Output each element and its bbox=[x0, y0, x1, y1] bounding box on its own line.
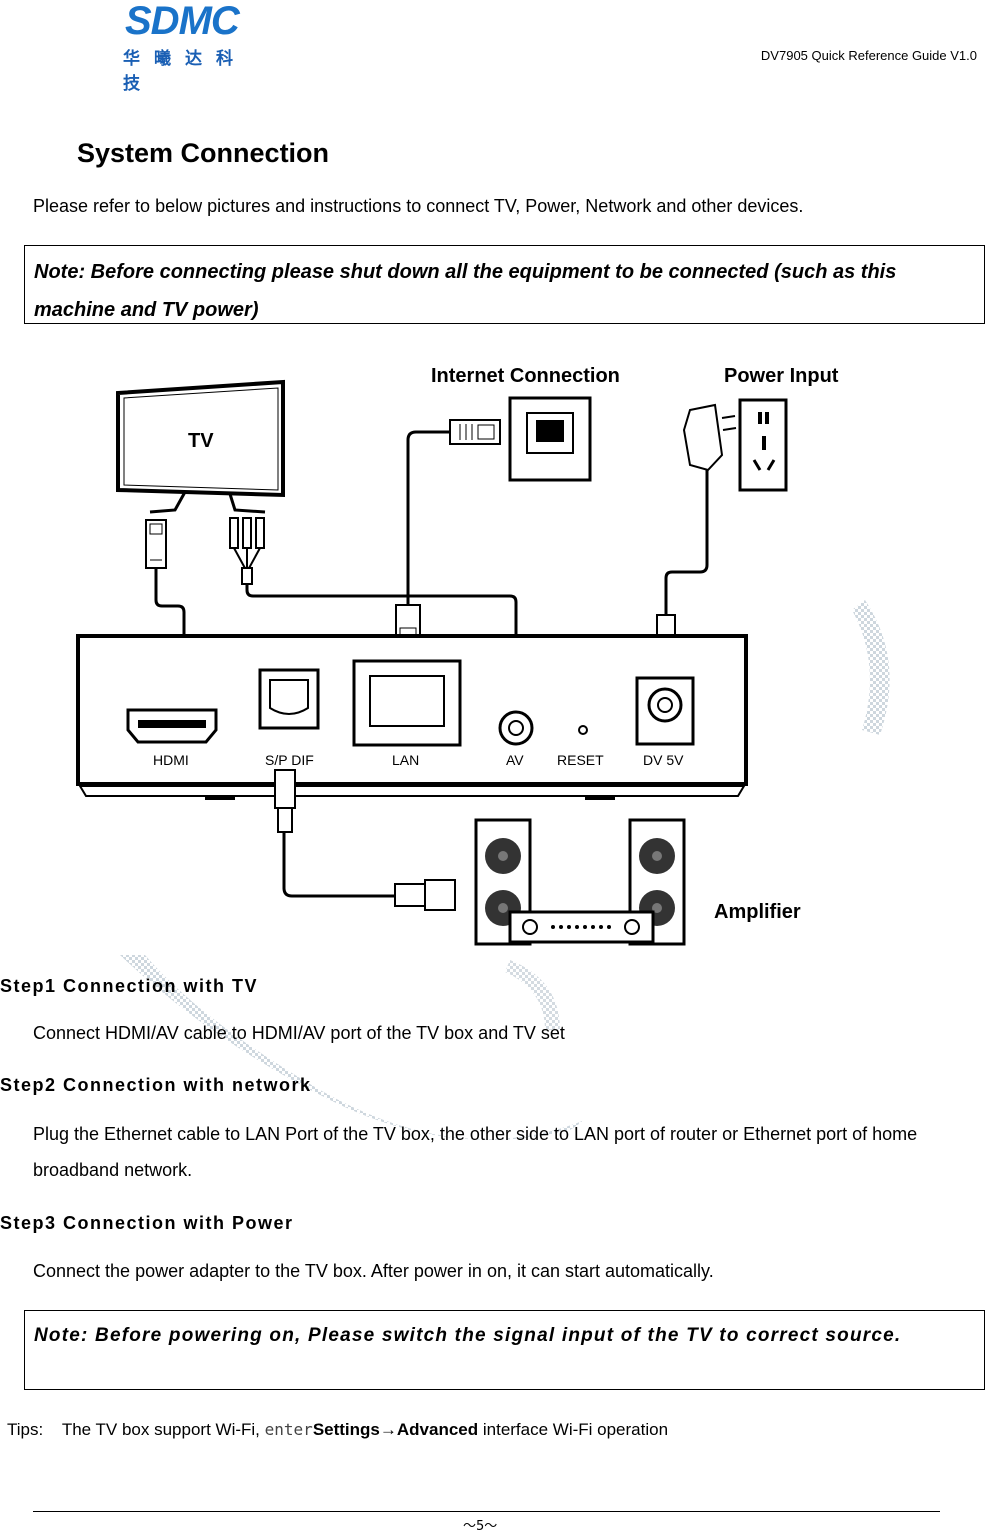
port-label-dc: DV 5V bbox=[643, 752, 684, 768]
step2-heading: Step2 Connection with network bbox=[0, 1075, 312, 1095]
power-adapter-icon bbox=[682, 403, 737, 472]
intro-text: Please refer to below pictures and instr… bbox=[33, 196, 804, 216]
connection-diagram: TV bbox=[76, 365, 839, 946]
port-label-spdif: S/P DIF bbox=[265, 752, 314, 768]
port-label-av: AV bbox=[506, 752, 524, 768]
tips-advanced: Advanced bbox=[396, 1420, 479, 1439]
av-plugs-icon bbox=[229, 517, 265, 585]
logo-wordmark: SDMC bbox=[125, 0, 241, 38]
footer-divider bbox=[33, 1511, 940, 1512]
hdmi-plug-top-icon bbox=[145, 519, 167, 569]
power-outlet-icon bbox=[738, 398, 788, 492]
tv-icon bbox=[116, 379, 285, 514]
tips-label: Tips: bbox=[7, 1420, 44, 1439]
port-label-lan: LAN bbox=[392, 752, 419, 768]
step1-heading: Step1 Connection with TV bbox=[0, 976, 259, 996]
optical-plug-amp-icon bbox=[394, 879, 456, 911]
section-title: System Connection bbox=[77, 138, 330, 168]
amplifier-speakers-icon bbox=[474, 818, 686, 946]
optical-plug-icon bbox=[274, 769, 296, 833]
tips-text-2: interface Wi-Fi operation bbox=[482, 1420, 669, 1439]
sdmc-logo-icon: SDMC bbox=[125, 0, 242, 43]
step1-text: Connect HDMI/AV cable to HDMI/AV port of… bbox=[33, 1023, 565, 1043]
document-title: DV7905 Quick Reference Guide V1.0 bbox=[760, 48, 977, 63]
tv-box-icon bbox=[76, 634, 748, 800]
port-label-hdmi: HDMI bbox=[153, 752, 189, 768]
tips-enter: enter bbox=[264, 1420, 313, 1439]
logo-chinese-name: 华曦达科技 bbox=[123, 49, 247, 94]
company-logo: SDMC 华曦达科技 bbox=[123, 0, 263, 94]
arrow-icon: → bbox=[379, 1420, 397, 1439]
tips-settings: Settings bbox=[312, 1420, 380, 1439]
ethernet-plug-icon bbox=[449, 419, 501, 445]
ethernet-wall-socket-icon bbox=[508, 396, 592, 482]
port-label-reset: RESET bbox=[557, 752, 604, 768]
tips-text-1: The TV box support Wi-Fi, bbox=[61, 1420, 260, 1439]
step3-text: Connect the power adapter to the TV box.… bbox=[33, 1261, 714, 1281]
step3-heading: Step3 Connection with Power bbox=[0, 1213, 294, 1233]
page-number: ～5～ bbox=[463, 1519, 498, 1534]
step2-text: Plug the Ethernet cable to LAN Port of t… bbox=[33, 1124, 918, 1180]
note-top: Note: Before connecting please shut down… bbox=[24, 245, 985, 324]
internet-label: Internet Connection bbox=[431, 365, 620, 387]
power-label: Power Input bbox=[724, 365, 839, 387]
note-bottom: Note: Before powering on, Please switch … bbox=[24, 1310, 985, 1390]
amplifier-label: Amplifier bbox=[714, 901, 801, 923]
tv-label: TV bbox=[188, 430, 214, 452]
tips-line: Tips: The TV box support Wi-Fi, enterSet… bbox=[7, 1420, 668, 1440]
